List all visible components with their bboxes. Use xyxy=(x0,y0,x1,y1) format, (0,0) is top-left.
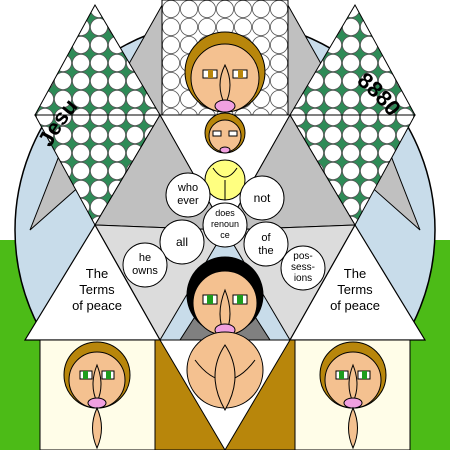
left-terms-line3: of peace xyxy=(72,298,122,313)
word-renoun: renoun xyxy=(211,219,239,229)
word-ce: ce xyxy=(220,230,230,240)
small-face xyxy=(204,112,246,154)
word-of: of xyxy=(261,232,271,244)
bottom-right-face xyxy=(319,341,387,450)
word-all: all xyxy=(176,235,188,249)
word-the: the xyxy=(258,245,273,257)
word-ever: ever xyxy=(177,195,199,207)
bubble-all xyxy=(159,219,205,265)
bubble-possessions xyxy=(280,245,326,291)
bubble-of-the xyxy=(243,221,289,267)
right-terms-line3: of peace xyxy=(330,298,380,313)
word-does: does xyxy=(215,208,235,218)
right-terms-line1: The xyxy=(344,266,366,281)
word-owns: owns xyxy=(132,265,158,277)
center-face xyxy=(186,256,264,412)
word-not: not xyxy=(254,191,271,205)
word-sess: sess- xyxy=(291,262,315,273)
top-face xyxy=(184,31,266,113)
right-terms-line2: Terms xyxy=(337,282,373,297)
bubble-he-owns xyxy=(122,242,168,288)
word-he: he xyxy=(139,252,151,264)
bubble-does-renounce xyxy=(202,202,248,248)
bottom-left-face xyxy=(63,341,131,450)
word-who: who xyxy=(177,182,198,194)
bubble-who-ever xyxy=(165,172,211,218)
left-terms-line1: The xyxy=(86,266,108,281)
word-ions: ions xyxy=(294,273,312,284)
word-pos: pos- xyxy=(293,251,312,262)
left-terms-line2: Terms xyxy=(79,282,115,297)
bubble-not xyxy=(239,175,285,221)
word-bubbles: who ever not does renoun ce all of the h… xyxy=(122,172,326,291)
